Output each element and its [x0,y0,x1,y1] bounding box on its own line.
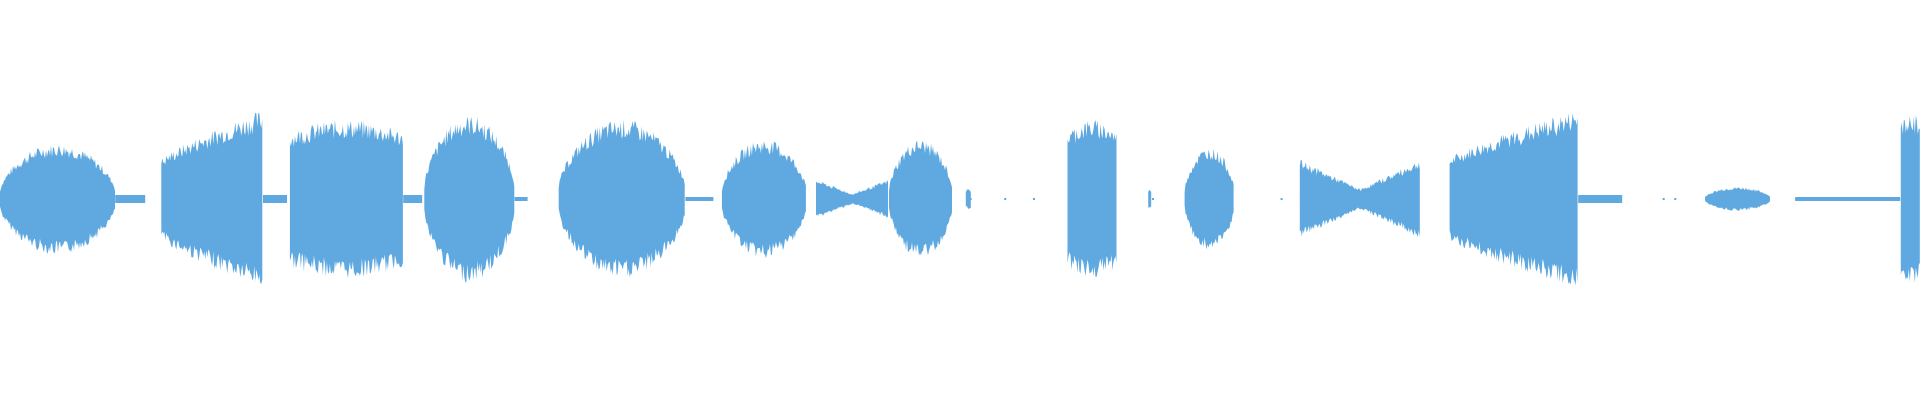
waveform-segment-shape [1067,120,1117,277]
waveform-blip [1280,198,1283,200]
waveform-segment-shape [0,144,115,254]
waveform-segment [889,140,952,256]
waveform-segment [0,144,115,254]
waveform-segment [1067,120,1117,277]
waveform-segment [685,197,714,201]
waveform-segment [816,180,888,218]
waveform-segment-shape [289,119,403,279]
waveform-blip [969,198,972,200]
waveform-segment-shape [161,112,263,284]
waveform-blip [1795,198,1798,200]
waveform-segment [424,116,515,283]
waveform-segment-shape [1148,189,1152,208]
waveform-segment [161,112,263,284]
waveform-segment [514,197,528,201]
waveform-segment-shape [889,140,952,256]
waveform-blip [1004,198,1007,200]
waveform-segment-shape [1795,197,1901,201]
waveform-blip [1033,198,1035,200]
waveform-segment [289,119,403,279]
waveform-segment-shape [263,195,287,203]
waveform-segment-shape [424,116,515,283]
waveform-segment [721,141,806,259]
waveform-segment [1900,115,1920,283]
waveform-segment-shape [1578,195,1623,203]
waveform-blip [1662,198,1665,200]
waveform-segment [115,195,146,203]
waveform-segment-shape [721,141,806,259]
waveform-segment [1449,113,1578,286]
waveform-segment-shape [1184,148,1234,250]
waveform-segment [1148,189,1152,208]
waveform-segment-shape [685,197,714,201]
waveform-segment-shape [965,189,971,209]
waveform-segment [1795,197,1901,201]
waveform-segment-shape [115,195,146,203]
waveform-segment-shape [1449,113,1578,286]
waveform-segment [1578,195,1623,203]
waveform-blip [215,198,217,200]
waveform-segment [1184,148,1234,250]
waveform-segment [1705,187,1770,211]
waveform-blip [138,198,141,200]
waveform-segment [965,189,971,209]
waveform-segment [1299,159,1420,238]
waveform-segment-shape [558,119,685,277]
waveform-segment-shape [514,197,528,201]
waveform-blip [1674,198,1677,200]
waveform-blip [1152,198,1154,200]
waveform-segment-shape [816,180,888,218]
waveform-segment-shape [1900,115,1920,283]
waveform-segment [263,195,287,203]
waveform-segment-shape [1705,187,1770,211]
waveform-segment [558,119,685,277]
waveform-segment [403,195,423,203]
waveform-segment-shape [1299,159,1420,238]
waveform-segment-shape [403,195,423,203]
